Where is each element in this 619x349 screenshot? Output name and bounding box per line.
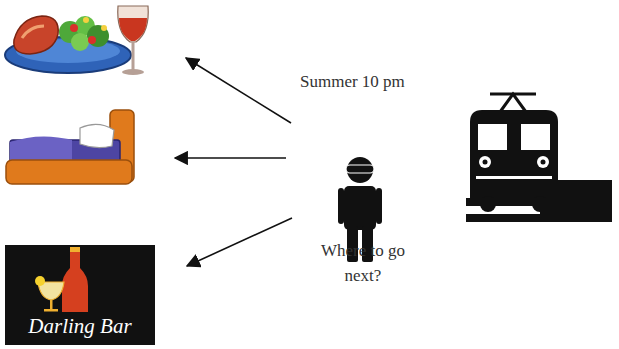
train-icon — [466, 94, 612, 222]
time-label: Summer 10 pm — [300, 70, 430, 95]
food-icon — [5, 6, 148, 75]
question-label: Where to go next? — [304, 239, 422, 288]
choice-arrows — [175, 58, 292, 266]
bar-name: Darling Bar — [5, 314, 155, 339]
bed-icon — [6, 110, 134, 184]
